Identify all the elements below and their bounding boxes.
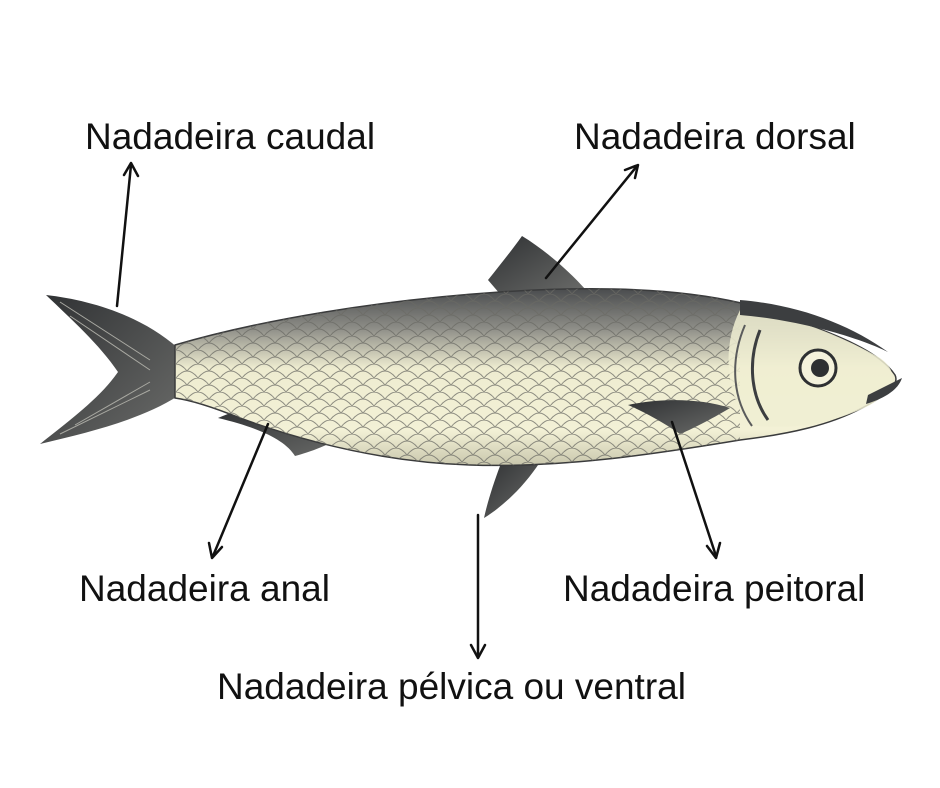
arrow-icon: [115, 161, 140, 308]
label-caudal-fin: Nadadeira caudal: [85, 116, 376, 157]
arrow-icon: [469, 513, 487, 660]
label-anal-fin: Nadadeira anal: [79, 568, 330, 609]
label-dorsal-fin: Nadadeira dorsal: [574, 116, 856, 157]
arrow-icon: [207, 422, 270, 560]
pelvic-fin-shape: [484, 462, 540, 518]
pectoral-fin-shape: [628, 400, 730, 434]
label-pectoral-fin: Nadadeira peitoral: [563, 568, 866, 609]
caudal-fin-shape: [40, 295, 178, 444]
label-pelvic-fin: Nadadeira pélvica ou ventral: [217, 666, 686, 707]
arrow-icon: [670, 420, 722, 560]
arrow-icon: [544, 163, 640, 280]
dorsal-fin-shape: [488, 236, 586, 294]
fish-illustration: [40, 236, 902, 518]
